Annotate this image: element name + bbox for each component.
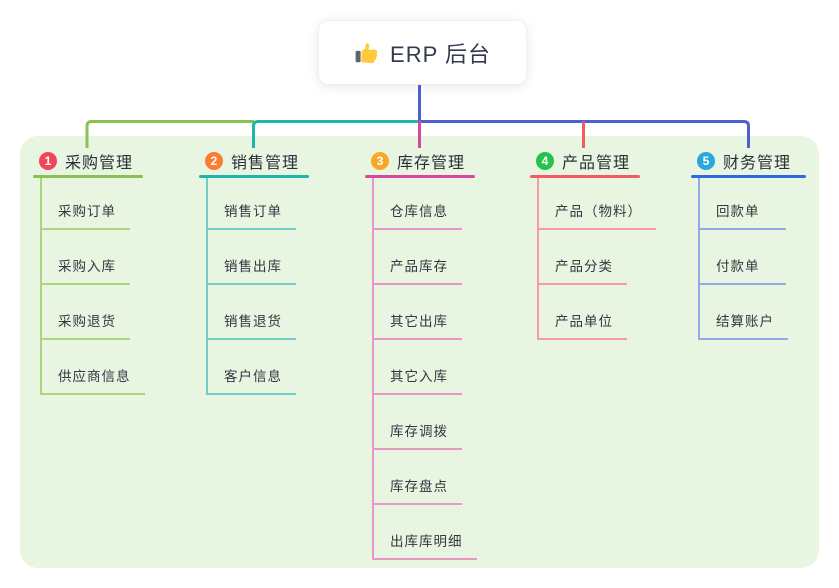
node-item[interactable]: 结算账户 [700, 285, 788, 340]
branch-finance: 5 财务管理 回款单 付款单 结算账户 [691, 147, 806, 340]
branch-underline [199, 175, 309, 178]
node-item[interactable]: 仓库信息 [374, 178, 462, 230]
node-item[interactable]: 其它入库 [374, 340, 462, 395]
branch-title-label: 库存管理 [397, 155, 466, 172]
root-node-label: ERP 后台 [390, 41, 491, 67]
branch-item-list: 仓库信息 产品库存 其它出库 其它入库 库存调拨 库存盘点 出库库明细 [372, 178, 477, 560]
node-item[interactable]: 采购入库 [42, 230, 130, 285]
branch-number-badge: 2 [205, 152, 223, 170]
node-item[interactable]: 库存调拨 [374, 395, 462, 450]
branch-finance-title[interactable]: 5 财务管理 [691, 147, 806, 175]
branch-product-title[interactable]: 4 产品管理 [530, 147, 656, 175]
node-item[interactable]: 付款单 [700, 230, 786, 285]
branch-number-badge: 1 [39, 152, 57, 170]
branch-item-list: 回款单 付款单 结算账户 [698, 178, 788, 340]
node-item[interactable]: 库存盘点 [374, 450, 462, 505]
branch-title-label: 财务管理 [723, 155, 792, 172]
branch-underline [530, 175, 640, 178]
node-item[interactable]: 出库库明细 [374, 505, 477, 560]
node-item[interactable]: 销售出库 [208, 230, 296, 285]
node-item[interactable]: 产品（物料） [539, 178, 656, 230]
branch-title-label: 产品管理 [562, 155, 631, 172]
branch-underline [691, 175, 806, 178]
branch-sales: 2 销售管理 销售订单 销售出库 销售退货 客户信息 [199, 147, 309, 395]
branch-sales-title[interactable]: 2 销售管理 [199, 147, 309, 175]
node-item[interactable]: 供应商信息 [42, 340, 145, 395]
node-item[interactable]: 其它出库 [374, 285, 462, 340]
node-item[interactable]: 产品单位 [539, 285, 627, 340]
thumbs-up-icon [355, 42, 378, 63]
branch-inventory: 3 库存管理 仓库信息 产品库存 其它出库 其它入库 库存调拨 库存盘点 出库库… [365, 147, 477, 560]
node-item[interactable]: 销售订单 [208, 178, 296, 230]
branch-item-list: 产品（物料） 产品分类 产品单位 [537, 178, 656, 340]
branch-item-list: 采购订单 采购入库 采购退货 供应商信息 [40, 178, 145, 395]
root-node[interactable]: ERP 后台 [318, 20, 527, 85]
branch-purchase: 1 采购管理 采购订单 采购入库 采购退货 供应商信息 [33, 147, 145, 395]
branch-number-badge: 4 [536, 152, 554, 170]
node-item[interactable]: 采购退货 [42, 285, 130, 340]
node-item[interactable]: 回款单 [700, 178, 786, 230]
branch-product: 4 产品管理 产品（物料） 产品分类 产品单位 [530, 147, 656, 340]
branch-number-badge: 5 [697, 152, 715, 170]
node-item[interactable]: 销售退货 [208, 285, 296, 340]
branch-number-badge: 3 [371, 152, 389, 170]
node-item[interactable]: 产品库存 [374, 230, 462, 285]
branch-title-label: 销售管理 [231, 155, 300, 172]
branch-underline [33, 175, 143, 178]
branch-underline [365, 175, 475, 178]
branch-item-list: 销售订单 销售出库 销售退货 客户信息 [206, 178, 296, 395]
node-item[interactable]: 产品分类 [539, 230, 627, 285]
node-item[interactable]: 采购订单 [42, 178, 130, 230]
node-item[interactable]: 客户信息 [208, 340, 296, 395]
branch-title-label: 采购管理 [65, 155, 134, 172]
branch-inventory-title[interactable]: 3 库存管理 [365, 147, 477, 175]
branch-purchase-title[interactable]: 1 采购管理 [33, 147, 145, 175]
mindmap-panel [20, 136, 819, 568]
